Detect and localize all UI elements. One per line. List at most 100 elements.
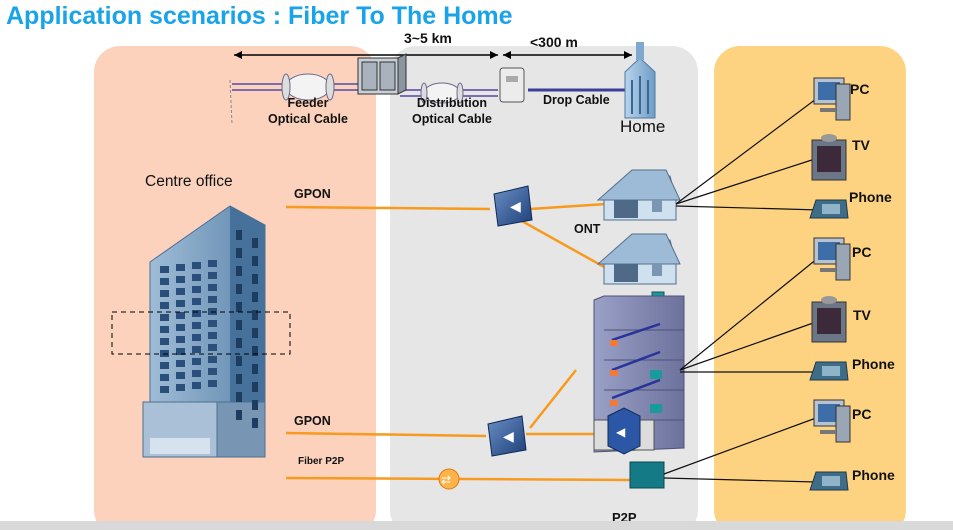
- tv-icon: [811, 134, 847, 181]
- building-window: [252, 256, 258, 266]
- ont-label: ONT: [574, 222, 601, 236]
- building-window: [236, 392, 242, 402]
- svg-text:⇄: ⇄: [441, 473, 451, 487]
- building-window: [192, 370, 201, 377]
- building-window: [236, 338, 242, 348]
- building-window: [160, 278, 169, 285]
- building-window: [160, 290, 169, 297]
- building-window: [192, 346, 201, 353]
- building-window: [236, 320, 242, 330]
- splitter-icon: ◀: [493, 185, 533, 227]
- building-window: [192, 274, 201, 281]
- building-window: [236, 248, 242, 258]
- phone-icon: [809, 199, 849, 219]
- distribution-cable-icon: [420, 82, 464, 104]
- building-window: [236, 284, 242, 294]
- device-phone-3: Phone: [852, 467, 895, 483]
- cabinet-icon: [357, 53, 407, 95]
- building-window: [252, 364, 258, 374]
- building-window: [176, 276, 185, 283]
- pc-icon: [813, 77, 851, 121]
- building-window: [252, 382, 258, 392]
- distribution-cable-label-line2: Optical Cable: [412, 112, 492, 126]
- building-window: [176, 324, 185, 331]
- pc-icon: [813, 399, 851, 443]
- building-window: [208, 320, 217, 327]
- distribution-cable-label: Distribution Optical Cable: [402, 95, 502, 127]
- building-window: [236, 302, 242, 312]
- building-window: [208, 284, 217, 291]
- building-window: [160, 314, 169, 321]
- svg-text:◀: ◀: [616, 425, 626, 439]
- building-window: [236, 356, 242, 366]
- building-window: [176, 372, 185, 379]
- building-window: [192, 298, 201, 305]
- building-window: [252, 346, 258, 356]
- building-window: [208, 380, 217, 387]
- building-window: [252, 292, 258, 302]
- building-window: [252, 274, 258, 284]
- distance-span-1: 3~5 km: [404, 30, 452, 46]
- building-window: [236, 410, 242, 420]
- device-tv-2: TV: [853, 307, 871, 323]
- phone-icon: [809, 361, 849, 381]
- device-pc-1: PC: [850, 81, 870, 97]
- device-phone-1: Phone: [849, 189, 892, 205]
- building-window: [252, 400, 258, 410]
- device-pc-3: PC: [852, 406, 872, 422]
- phone-icon-group: [809, 199, 849, 491]
- device-links: [663, 95, 821, 483]
- switch-icon: ⇄: [438, 468, 460, 490]
- building-window: [176, 360, 185, 367]
- building-window: [236, 230, 242, 240]
- building-window: [176, 300, 185, 307]
- fiber-lines: [285, 202, 631, 482]
- building-window: [192, 286, 201, 293]
- building-window: [160, 302, 169, 309]
- feeder-cable-label-line1: Feeder: [287, 96, 329, 110]
- gpon-bottom-label: GPON: [294, 414, 331, 428]
- building-window: [208, 332, 217, 339]
- feeder-cable-label: Feeder Optical Cable: [258, 95, 358, 127]
- building-window: [160, 362, 169, 369]
- phone-icon: [809, 471, 849, 491]
- building-window: [176, 288, 185, 295]
- building-window: [176, 336, 185, 343]
- device-tv-1: TV: [852, 137, 870, 153]
- building-window: [208, 368, 217, 375]
- building-window: [192, 358, 201, 365]
- drop-cable-label: Drop Cable: [543, 93, 610, 107]
- building-window: [252, 418, 258, 428]
- bottom-bar: [0, 521, 953, 530]
- building-window: [176, 384, 185, 391]
- building-window: [252, 328, 258, 338]
- building-window: [236, 266, 242, 276]
- building-window: [208, 260, 217, 267]
- splitter-icon: ◀: [487, 415, 527, 457]
- olt-icon: ◀: [593, 407, 655, 455]
- centre-office-label: Centre office: [145, 173, 233, 190]
- distribution-cable-label-line1: Distribution: [416, 96, 488, 110]
- pc-icon-group: [813, 77, 851, 443]
- building-window: [176, 348, 185, 355]
- building-window: [160, 386, 169, 393]
- building-window: [192, 310, 201, 317]
- fiber-p2p-label: Fiber P2P: [298, 456, 345, 467]
- device-phone-2: Phone: [852, 356, 895, 372]
- tv-icon: [811, 296, 847, 343]
- building-window: [192, 262, 201, 269]
- house-icon: [596, 169, 681, 221]
- building-window: [252, 238, 258, 248]
- pc-icon: [813, 237, 851, 281]
- page-title: Application scenarios : Fiber To The Hom…: [6, 2, 513, 30]
- distance-markers: [234, 51, 632, 59]
- svg-text:◀: ◀: [503, 428, 514, 444]
- building-window: [176, 312, 185, 319]
- building-window: [252, 310, 258, 320]
- olt-selection-box: [111, 311, 291, 355]
- feeder-cable-label-line2: Optical Cable: [268, 112, 348, 126]
- building-window: [192, 334, 201, 341]
- device-pc-2: PC: [852, 244, 872, 260]
- building-window: [208, 344, 217, 351]
- building-window: [160, 374, 169, 381]
